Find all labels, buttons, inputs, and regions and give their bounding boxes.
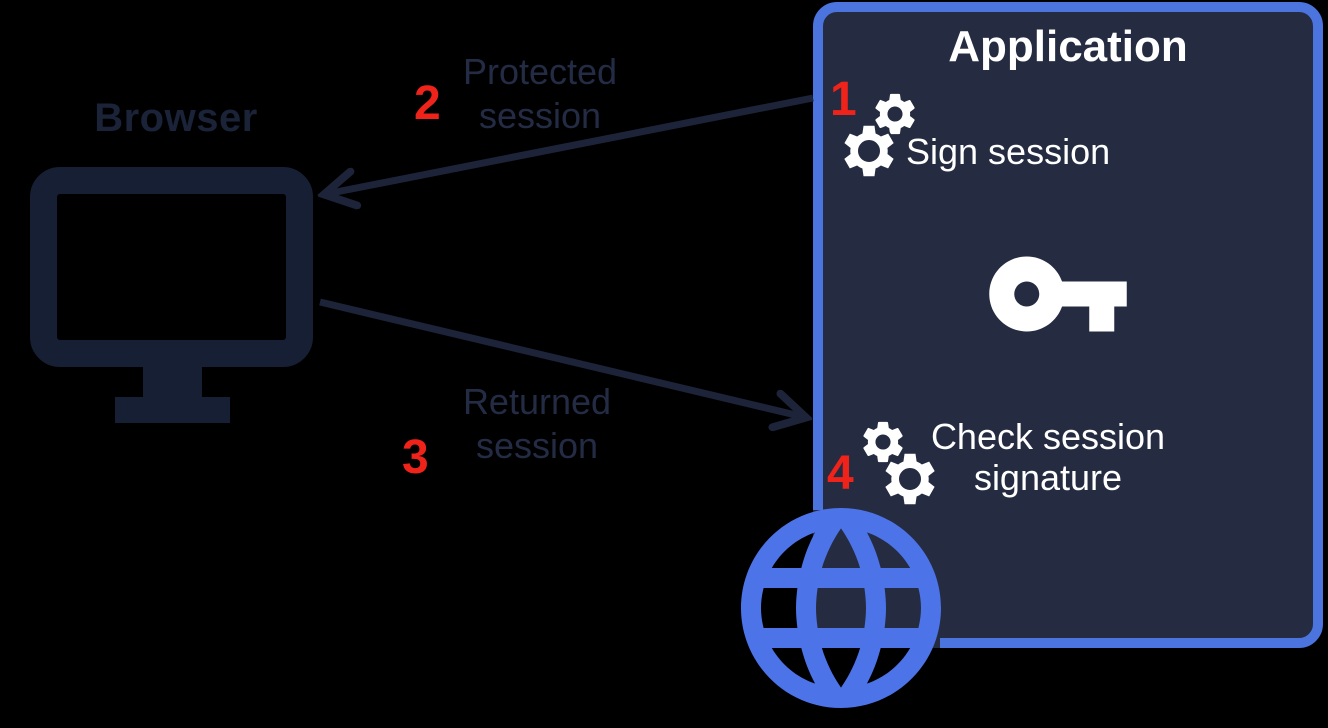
key-icon xyxy=(989,256,1127,332)
step-number-2: 2 xyxy=(414,77,441,130)
step-number-4: 4 xyxy=(827,447,854,500)
application-title: Application xyxy=(948,22,1188,71)
protected-session-label: Protected session xyxy=(438,50,642,138)
protected-session-line1: Protected xyxy=(462,51,618,92)
browser-label: Browser xyxy=(94,96,258,140)
sign-session-label: Sign session xyxy=(906,131,1111,172)
step-number-3: 3 xyxy=(402,431,429,484)
step-number-1: 1 xyxy=(830,73,857,126)
check-session-line1: Check session xyxy=(930,416,1166,457)
check-session-line2: signature xyxy=(973,457,1123,498)
protected-session-arrow xyxy=(326,94,814,194)
returned-session-line1: Returned xyxy=(462,381,612,422)
monitor-screen xyxy=(30,167,313,367)
globe-icon xyxy=(741,508,941,708)
monitor-stand-neck xyxy=(143,365,202,397)
monitor-icon xyxy=(30,167,313,423)
gears-icon xyxy=(863,421,937,507)
returned-session-line2: session xyxy=(475,425,599,466)
returned-session-arrow xyxy=(319,298,804,417)
protected-session-line2: session xyxy=(478,95,602,136)
returned-session-label: Returned session xyxy=(435,380,639,468)
check-session-signature-label: Check session signature xyxy=(916,416,1180,498)
gears-icon xyxy=(842,93,915,179)
monitor-stand-base xyxy=(115,397,230,423)
